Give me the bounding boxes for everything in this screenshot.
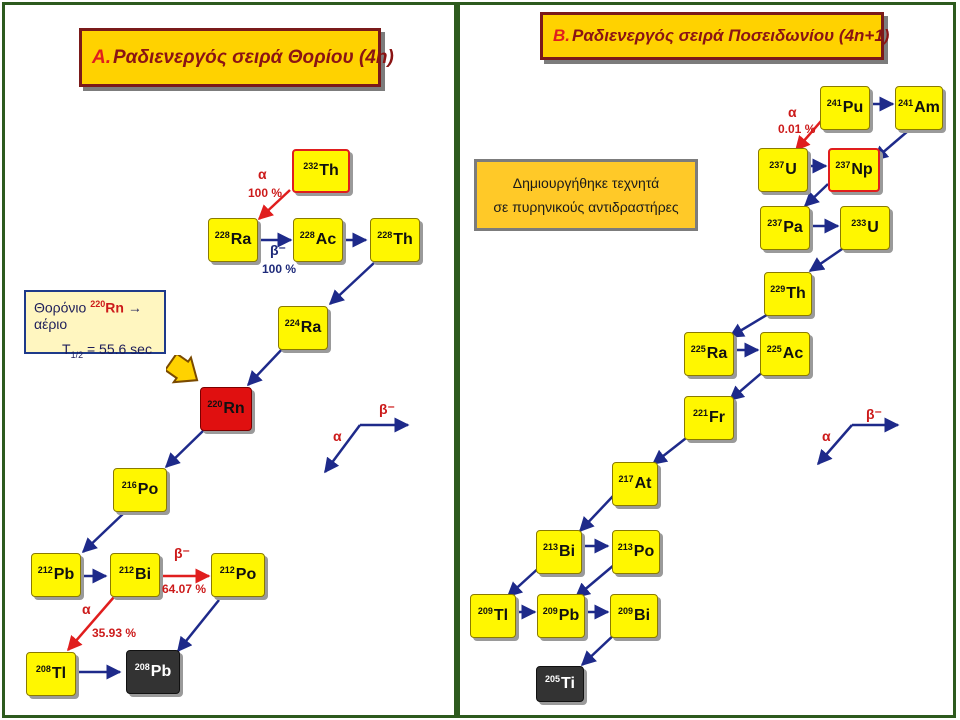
- alpha-arrow-rn220-po216: [164, 429, 205, 469]
- alpha-arrow-ra224-rn220: [246, 345, 286, 387]
- thoron-info-box: Θορόνιο 220Rn → αέριο T1/2 = 55.6 sec: [24, 290, 166, 359]
- alpha-arrow-u233-th229: [808, 245, 846, 273]
- legend-b-alpha-arrow: [817, 424, 853, 466]
- panel-b-title-letter: B.: [553, 26, 570, 45]
- label-pct-bi212-beta: 64.07 %: [162, 582, 207, 596]
- alpha-arrow-po212-pb208: [177, 599, 220, 653]
- alpha-arrow-po213-pb209: [574, 564, 615, 598]
- label-pct-ra228: 100 %: [262, 262, 297, 276]
- label-beta-bi212: β⁻: [174, 545, 190, 561]
- label-alpha-pu241: α: [788, 104, 797, 120]
- thoron-info-line1: Θορόνιο 220Rn → αέριο: [34, 299, 142, 332]
- alpha-arrow-am241-np237: [872, 124, 916, 161]
- legend-a-alpha-label: α: [333, 428, 342, 444]
- legend-a-beta-label: β⁻: [379, 401, 395, 417]
- panel-b-title: B. Ραδιενεργός σειρά Ποσειδωνίου (4n+1): [540, 12, 889, 60]
- alpha-arrow-pu241-np237: [795, 119, 823, 152]
- alpha-arrow-th228-ra224: [328, 261, 376, 306]
- thorium-series-panel: [2, 2, 457, 718]
- alpha-arrow-bi212-tl208: [67, 596, 115, 652]
- alpha-arrow-ac225-fr221: [728, 369, 766, 401]
- label-pct-pu241: 0.01 %: [778, 122, 816, 136]
- alpha-arrow-fr221-at217: [651, 434, 691, 465]
- artificial-creation-line2: σε πυρηνικούς αντιδραστήρες: [493, 199, 679, 215]
- legend-b-beta-label: β⁻: [866, 406, 882, 422]
- panel-a-title-text: Ραδιενεργός σειρά Θορίου (4n): [113, 46, 394, 68]
- label-pct-bi212-alpha: 35.93 %: [92, 626, 137, 640]
- alpha-arrow-po216-pb212: [81, 511, 126, 554]
- alpha-arrow-np237-pa233: [803, 183, 829, 208]
- artificial-creation-note: Δημιουργήθηκε τεχνητά σε πυρηνικούς αντι…: [474, 159, 698, 231]
- alpha-arrow-th232-ra228: [257, 189, 291, 221]
- thoron-info-line2: T1/2 = 55.6 sec: [62, 340, 152, 360]
- alpha-arrow-at217-bi213: [578, 494, 615, 533]
- label-alpha-bi212: α: [82, 601, 91, 617]
- panel-a-title: A. Ραδιενεργός σειρά Θορίου (4n): [79, 28, 394, 87]
- panel-b-title-text: Ραδιενεργός σειρά Ποσειδωνίου (4n+1): [572, 26, 890, 45]
- label-pct-th232: 100 %: [248, 186, 283, 200]
- label-alpha-th232: α: [258, 166, 267, 182]
- pointing-hand-icon: [166, 355, 199, 384]
- legend-alpha-arrow: [323, 424, 362, 474]
- artificial-creation-line1: Δημιουργήθηκε τεχνητά: [512, 175, 660, 191]
- legend-b-alpha-label: α: [822, 428, 831, 444]
- label-beta-ra228: β⁻: [270, 242, 286, 258]
- panel-a-title-letter: A.: [92, 46, 111, 68]
